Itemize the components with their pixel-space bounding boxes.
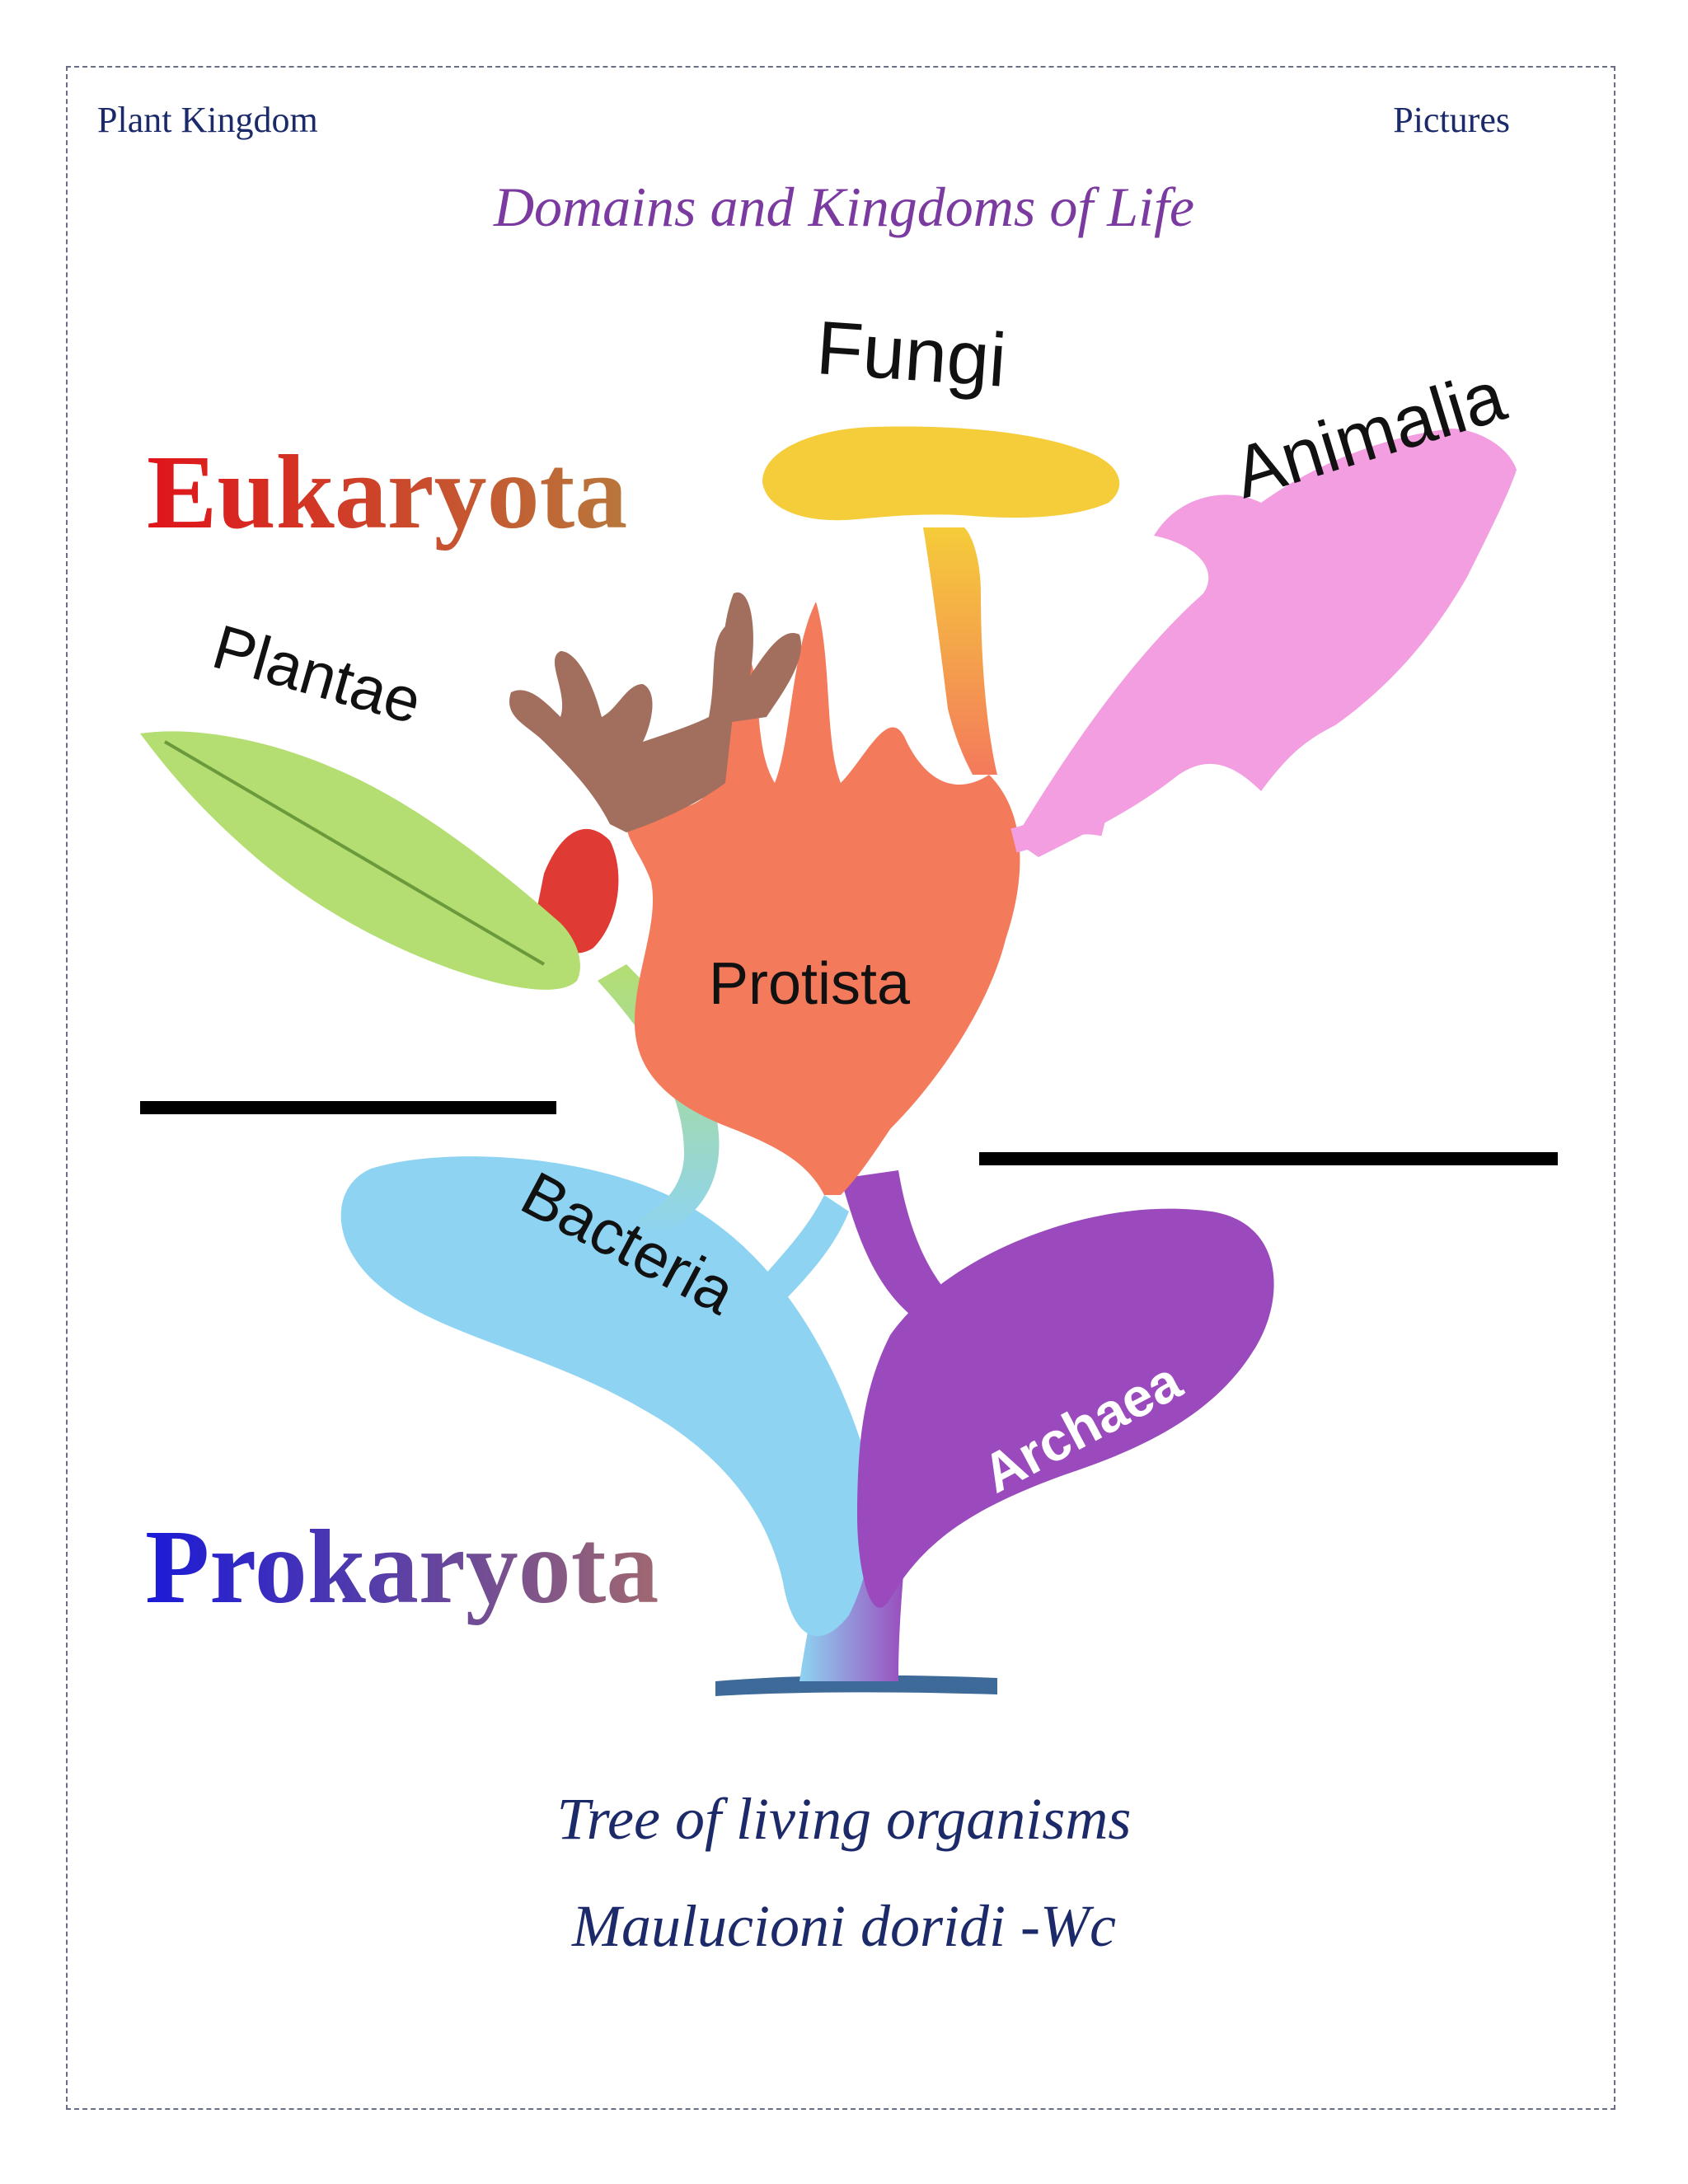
brown-finger-shape: [709, 592, 801, 725]
tree-base: [715, 1675, 997, 1696]
plantae-leaf: [140, 731, 580, 990]
prokaryota-label: Prokaryota: [145, 1508, 659, 1625]
caption-title: Tree of living organisms: [556, 1786, 1132, 1852]
bacteria-shape: [340, 1156, 873, 1637]
brown-branch-shape: [509, 626, 739, 832]
divider-left: [140, 1101, 556, 1114]
divider-right: [979, 1152, 1558, 1165]
archaea-stem: [841, 1170, 956, 1319]
fungi-cap: [762, 426, 1120, 521]
caption-credit: Maulucioni doridi -Wc: [572, 1893, 1116, 1959]
header-pictures-label: Pictures: [1393, 100, 1510, 140]
fungi-label: Fungi: [814, 306, 1009, 403]
animalia-fish: [1014, 429, 1517, 857]
plantae-stem: [598, 964, 720, 1236]
bacteria-stem: [742, 1195, 849, 1319]
page-frame: [66, 66, 1615, 2110]
leaf-midrib: [163, 740, 546, 966]
header-section-title: Plant Kingdom: [97, 100, 318, 140]
plantae-label: Plantae: [205, 612, 429, 738]
page-title: Domains and Kingdoms of Life: [493, 176, 1195, 238]
animalia-stem: [1010, 809, 1108, 853]
archaea-shape: [857, 1208, 1274, 1608]
eukaryota-label: Eukaryota: [147, 434, 627, 551]
protista-label: Protista: [709, 951, 911, 1017]
fungi-stalk: [923, 527, 997, 775]
